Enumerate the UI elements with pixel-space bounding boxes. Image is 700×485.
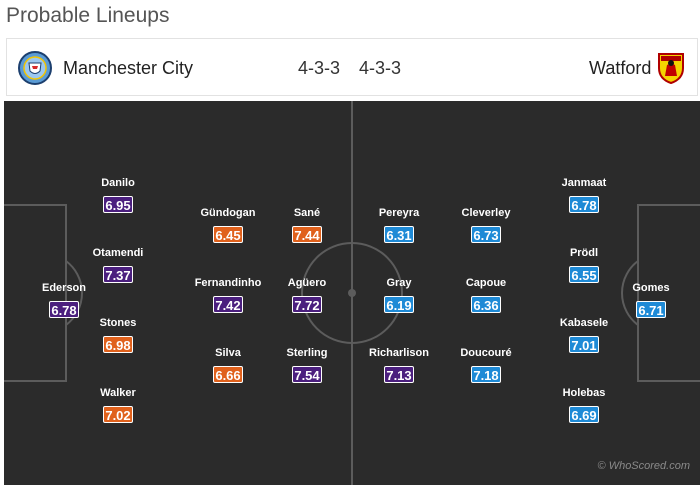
home-player[interactable]: Stones 6.98: [78, 316, 158, 355]
away-player[interactable]: Doucouré 7.18: [446, 346, 526, 385]
player-name: Gomes: [632, 282, 670, 294]
player-name: Janmaat: [561, 177, 607, 189]
player-name: Sané: [293, 207, 321, 219]
watford-crest-icon: [657, 52, 685, 89]
page-title: Probable Lineups: [6, 4, 170, 27]
player-rating-badge: 7.18: [471, 366, 501, 383]
player-rating-badge: 7.54: [292, 366, 322, 383]
home-player[interactable]: Otamendi 7.37: [78, 246, 158, 285]
home-player[interactable]: Sané 7.44: [267, 206, 347, 245]
player-name: Otamendi: [92, 247, 144, 259]
player-rating-badge: 6.45: [213, 226, 243, 243]
player-rating-badge: 6.66: [213, 366, 243, 383]
player-rating-badge: 7.02: [103, 406, 133, 423]
home-player[interactable]: Fernandinho 7.42: [188, 276, 268, 315]
player-rating-badge: 6.78: [569, 196, 599, 213]
lineup-header: Manchester City 4-3-3 4-3-3 Watford: [6, 38, 698, 96]
player-name: Sterling: [286, 347, 328, 359]
away-player[interactable]: Capoue 6.36: [446, 276, 526, 315]
player-name: Cleverley: [461, 207, 511, 219]
player-rating-badge: 6.31: [384, 226, 414, 243]
home-player[interactable]: Silva 6.66: [188, 346, 268, 385]
player-rating-badge: 7.44: [292, 226, 322, 243]
player-name: Agüero: [287, 277, 327, 289]
player-name: Kabasele: [559, 317, 609, 329]
player-rating-badge: 6.69: [569, 406, 599, 423]
player-rating-badge: 7.13: [384, 366, 414, 383]
player-rating-badge: 6.55: [569, 266, 599, 283]
player-rating-badge: 6.36: [471, 296, 501, 313]
away-player[interactable]: Prödl 6.55: [544, 246, 624, 285]
player-name: Fernandinho: [194, 277, 262, 289]
player-name: Ederson: [41, 282, 86, 294]
away-player[interactable]: Janmaat 6.78: [544, 176, 624, 215]
player-name: Danilo: [101, 177, 135, 189]
home-player[interactable]: Danilo 6.95: [78, 176, 158, 215]
home-team-name: Manchester City: [63, 58, 194, 78]
player-name: Gray: [386, 277, 412, 289]
away-player[interactable]: Gray 6.19: [359, 276, 439, 315]
away-player[interactable]: Holebas 6.69: [544, 386, 624, 425]
player-rating-badge: 6.78: [49, 301, 79, 318]
home-player[interactable]: Gündogan 6.45: [188, 206, 268, 245]
away-formation: 4-3-3: [359, 58, 402, 78]
player-name: Silva: [215, 347, 241, 359]
whoscored-credit: © WhoScored.com: [597, 460, 690, 472]
home-player[interactable]: Sterling 7.54: [267, 346, 347, 385]
away-player[interactable]: Pereyra 6.31: [359, 206, 439, 245]
player-rating-badge: 6.71: [636, 301, 666, 318]
player-rating-badge: 6.95: [103, 196, 133, 213]
player-name: Pereyra: [378, 207, 420, 219]
away-player[interactable]: Cleverley 6.73: [446, 206, 526, 245]
home-formation: 4-3-3: [298, 58, 341, 78]
player-rating-badge: 7.37: [103, 266, 133, 283]
home-player[interactable]: Ederson 6.78: [24, 281, 104, 320]
player-rating-badge: 6.73: [471, 226, 501, 243]
away-player[interactable]: Gomes 6.71: [611, 281, 691, 320]
player-name: Prödl: [569, 247, 599, 259]
home-player[interactable]: Agüero 7.72: [267, 276, 347, 315]
player-rating-badge: 7.42: [213, 296, 243, 313]
player-name: Doucouré: [460, 347, 512, 359]
player-name: Walker: [100, 387, 136, 399]
player-rating-badge: 6.98: [103, 336, 133, 353]
away-player[interactable]: Richarlison 7.13: [359, 346, 439, 385]
home-player[interactable]: Walker 7.02: [78, 386, 158, 425]
manchester-city-crest-icon: [18, 51, 52, 90]
player-name: Gündogan: [200, 207, 256, 219]
player-rating-badge: 7.01: [569, 336, 599, 353]
away-team-name: Watford: [589, 58, 652, 78]
player-rating-badge: 6.19: [384, 296, 414, 313]
player-name: Capoue: [465, 277, 507, 289]
away-player[interactable]: Kabasele 7.01: [544, 316, 624, 355]
player-name: Holebas: [562, 387, 606, 399]
player-rating-badge: 7.72: [292, 296, 322, 313]
pitch-markings: [4, 101, 700, 485]
player-name: Stones: [99, 317, 137, 329]
player-name: Richarlison: [369, 347, 429, 359]
